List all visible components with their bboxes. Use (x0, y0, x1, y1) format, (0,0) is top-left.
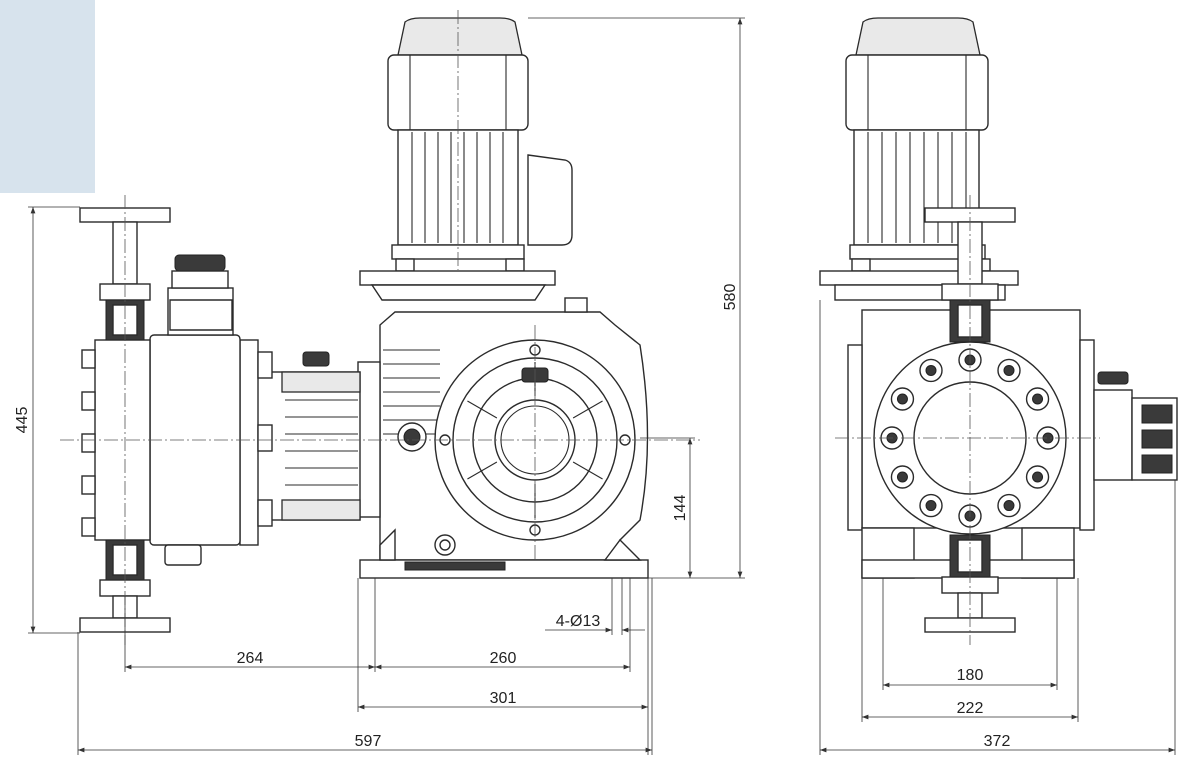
flange-bolt-hole (896, 393, 908, 405)
housing-spoke (572, 400, 603, 419)
housing-spoke (467, 400, 498, 419)
flange-bolt-hole (896, 471, 908, 483)
flange-bolt-hole (1032, 471, 1044, 483)
side-view (819, 17, 1178, 645)
head-bolt (81, 391, 96, 411)
dim-shaft-height: 144 (672, 495, 689, 522)
head-bolt (81, 349, 96, 369)
gearbox (357, 297, 649, 579)
flange-bolt-hole (1003, 500, 1015, 512)
flange-bolt-hole (1032, 393, 1044, 405)
dimensions: 445 580 144 4-Ø13 264 260 301 597 180 22… (14, 17, 1176, 755)
dim-motor-height: 580 (722, 284, 739, 311)
head-bolt (81, 433, 96, 453)
corner-color-block (0, 0, 95, 193)
pump-head (79, 207, 361, 633)
flange-bolt-hole (1003, 364, 1015, 376)
dim-side-hole-spacing: 180 (957, 667, 984, 684)
motor (359, 17, 573, 301)
terminal-block (1141, 454, 1173, 474)
terminal-block (1141, 429, 1173, 449)
housing-spoke (572, 461, 603, 480)
dim-head-to-base: 264 (237, 650, 264, 667)
dim-overall-width: 372 (984, 733, 1011, 750)
dim-mounting-holes: 4-Ø13 (556, 613, 601, 630)
dim-base-hole-spacing: 260 (490, 650, 517, 667)
flange-bolt-hole (925, 364, 937, 376)
dim-base-length: 301 (490, 690, 517, 707)
housing-spoke (467, 461, 498, 480)
dim-overall-length: 597 (355, 733, 382, 750)
flange-bolt-hole (925, 500, 937, 512)
head-bolt (81, 475, 96, 495)
front-view (60, 10, 700, 645)
head-bolt (81, 517, 96, 537)
terminal-block (1141, 404, 1173, 424)
dim-overall-height: 445 (14, 407, 31, 434)
dim-side-base-width: 222 (957, 700, 984, 717)
